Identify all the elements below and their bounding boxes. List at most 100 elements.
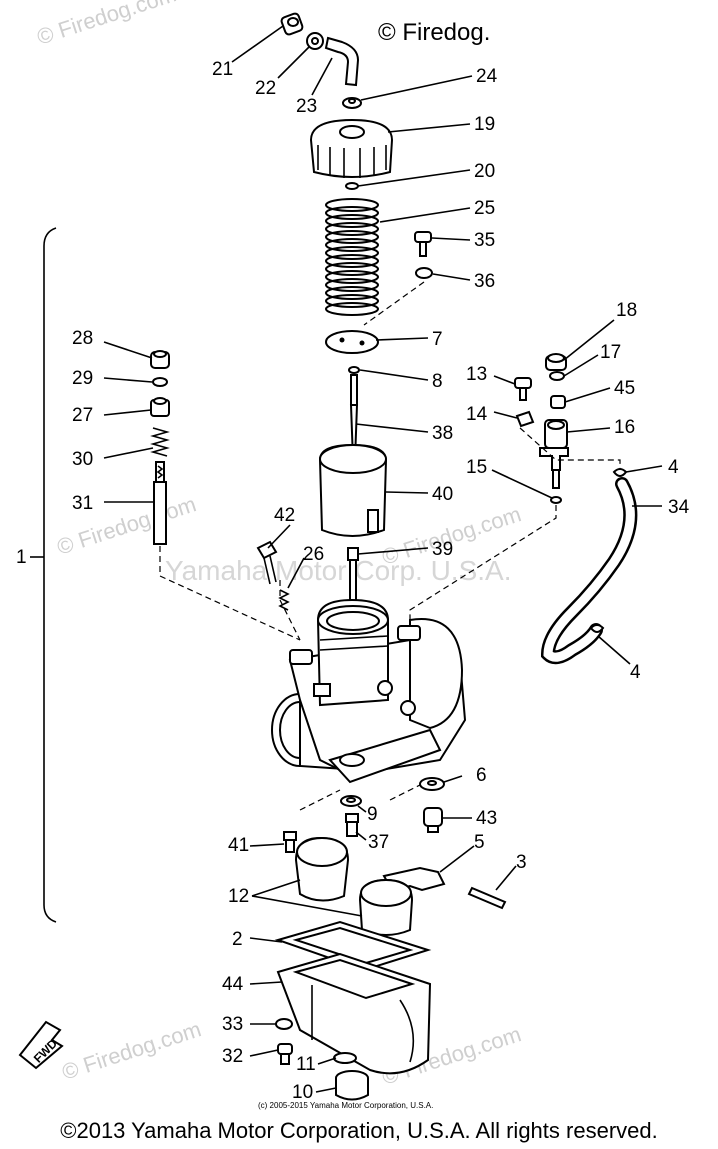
callout-19: 19: [474, 114, 495, 135]
part-32-screw: [277, 1043, 293, 1065]
fwd-arrow-icon: FWD: [18, 1020, 64, 1070]
callout-21: 21: [212, 59, 233, 80]
callout-20: 20: [474, 161, 495, 182]
part-6-washer: [419, 777, 445, 791]
leader-6-body: [389, 779, 431, 801]
callout-26: 26: [303, 544, 324, 565]
callout-7: 7: [432, 329, 443, 350]
part-20-clip: [345, 182, 359, 190]
callout-33: 33: [222, 1014, 243, 1035]
bracket-label: 1: [16, 547, 27, 568]
part-34-hose: [540, 477, 638, 665]
leader-26-body: [279, 580, 301, 641]
callout-35: 35: [474, 230, 495, 251]
callout-45: 45: [614, 378, 635, 399]
watermark-left-top: © Firedog.com: [34, 0, 179, 50]
callout-16: 16: [614, 417, 635, 438]
callout-6: 6: [476, 765, 487, 786]
part-12-float-left: [294, 836, 350, 902]
leader-16-4: [519, 427, 621, 472]
part-43-main-jet: [423, 807, 443, 833]
callout-37: 37: [368, 832, 389, 853]
part-36-washer: [415, 267, 433, 279]
part-10-drain-plug: [335, 1070, 369, 1101]
watermark-center: Yamaha Motor Corp. U.S.A.: [165, 555, 512, 586]
callout-43: 43: [476, 808, 497, 829]
part-31-starter-plunger: [153, 461, 167, 545]
callout-4-lower: 4: [630, 662, 641, 683]
part-24-washer: [342, 97, 362, 109]
part-27-nut: [150, 397, 170, 417]
callout-32: 32: [222, 1046, 243, 1067]
leader-31-body: [159, 546, 301, 641]
part-23-elbow: [324, 36, 360, 87]
part-29-oring: [152, 377, 168, 387]
leader-lines: [103, 25, 663, 1093]
part-33-washer: [275, 1018, 293, 1030]
callout-12: 12: [228, 886, 249, 907]
assembly-bracket: 1: [16, 227, 57, 923]
part-3-pin: [467, 886, 507, 910]
callout-22: 22: [255, 78, 276, 99]
part-17-oring: [549, 371, 565, 381]
callout-34: 34: [668, 497, 690, 518]
part-14-washer: [515, 410, 535, 428]
part-45-nut: [550, 395, 566, 409]
callout-17: 17: [600, 342, 621, 363]
callout-42: 42: [274, 505, 295, 526]
part-30-spring: [150, 427, 170, 457]
callout-30: 30: [72, 449, 93, 470]
leader-36-7: [363, 281, 425, 326]
part-37-pilot-jet: [345, 813, 359, 837]
part-25-spring: [325, 198, 379, 316]
part-41-plug: [283, 831, 297, 853]
callout-15: 15: [466, 457, 487, 478]
copyright-footer: ©2013 Yamaha Motor Corporation, U.S.A. A…: [60, 1118, 658, 1143]
callout-9: 9: [367, 804, 378, 825]
callout-10: 10: [292, 1082, 313, 1103]
part-40-throttle-slide: [318, 443, 388, 537]
small-credit: (c) 2005-2015 Yamaha Motor Corporation, …: [258, 1101, 433, 1110]
part-18-cap: [545, 353, 567, 371]
part-44-float-bowl: [276, 952, 432, 1075]
callout-41: 41: [228, 835, 249, 856]
part-8-clip: [348, 366, 360, 374]
callout-38: 38: [432, 423, 453, 444]
callout-8: 8: [432, 371, 443, 392]
part-1-carburetor-body: [271, 598, 467, 784]
part-19-top-cap: [309, 118, 394, 178]
part-16-starter-body: [539, 419, 569, 489]
callout-23: 23: [296, 96, 317, 117]
callout-36: 36: [474, 271, 495, 292]
callout-28: 28: [72, 328, 93, 349]
part-4-clip-upper: [612, 468, 628, 477]
part-21-cap: [280, 12, 304, 36]
watermark-top: © Firedog.: [378, 19, 490, 46]
part-11-oring: [333, 1052, 357, 1064]
part-7-plate: [325, 330, 379, 354]
callout-14: 14: [466, 404, 488, 425]
callout-44: 44: [222, 974, 244, 995]
part-26-spring: [278, 589, 290, 611]
callout-29: 29: [72, 368, 93, 389]
part-42-screw: [256, 540, 278, 585]
part-35-screw: [414, 231, 432, 257]
callout-40: 40: [432, 484, 453, 505]
part-12-float-right: [358, 878, 414, 936]
callout-31: 31: [72, 493, 93, 514]
part-9-washer: [340, 795, 362, 807]
callout-24: 24: [476, 66, 498, 87]
callout-39: 39: [432, 539, 453, 560]
callout-18: 18: [616, 300, 637, 321]
part-22-clamp: [306, 32, 324, 50]
part-4-clip-lower: [589, 624, 605, 633]
callout-3: 3: [516, 852, 527, 873]
callout-25: 25: [474, 198, 495, 219]
callout-4-upper: 4: [668, 457, 679, 478]
watermark-left-bottom: © Firedog.com: [59, 1016, 204, 1084]
leader-41-body: [299, 789, 341, 811]
part-13-screw: [514, 377, 532, 401]
part-28-cap: [150, 350, 170, 369]
callout-2: 2: [232, 929, 243, 950]
part-15-oring: [550, 496, 562, 504]
